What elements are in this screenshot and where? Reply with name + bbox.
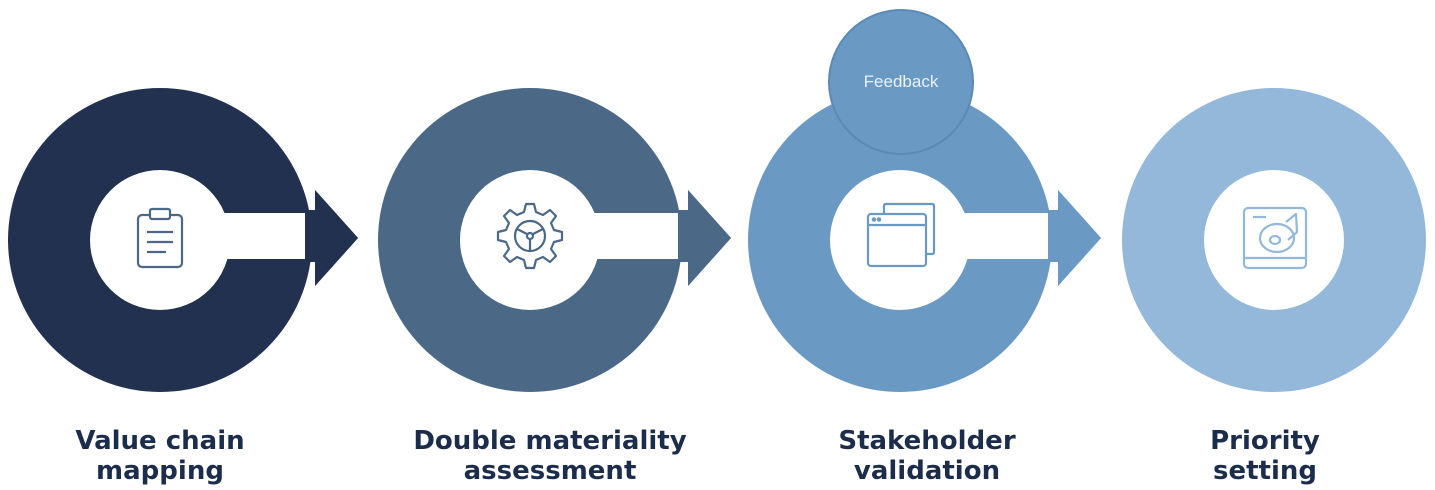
step-1-node bbox=[8, 88, 358, 392]
feedback-label: Feedback bbox=[864, 72, 939, 91]
hard-drive-icon bbox=[1242, 206, 1308, 270]
step-3-title-line-2: validation bbox=[853, 456, 1001, 486]
feedback-circle bbox=[828, 9, 974, 155]
browser-windows-icon bbox=[866, 202, 936, 268]
step-4-title: Priority setting bbox=[1095, 426, 1435, 486]
step-1-title: Value chain mapping bbox=[0, 426, 330, 486]
step-1-title-line-1: Value chain bbox=[75, 426, 245, 456]
step-4-node bbox=[1122, 88, 1426, 392]
step-1-bridge bbox=[220, 213, 312, 259]
step-4-center bbox=[1204, 170, 1344, 310]
step-2-title-line-2: assessment bbox=[463, 456, 637, 486]
step-2-title-line-1: Double materiality bbox=[413, 426, 687, 456]
step-2-arrow-head-overlay bbox=[678, 190, 731, 286]
step-2-node bbox=[378, 88, 731, 392]
step-4-title-line-1: Priority bbox=[1210, 426, 1320, 456]
step-1-title-line-2: mapping bbox=[96, 456, 224, 486]
step-4-title-line-2: setting bbox=[1213, 456, 1317, 486]
step-1-arrow-head-overlay bbox=[305, 190, 358, 286]
step-3-arrow-head-overlay bbox=[1048, 190, 1101, 286]
step-1-center bbox=[90, 170, 230, 310]
feedback-bubble: Feedback bbox=[828, 9, 974, 155]
clipboard-icon bbox=[136, 207, 184, 269]
step-2-title: Double materiality assessment bbox=[380, 426, 720, 486]
step-3-node bbox=[748, 88, 1101, 392]
step-3-bridge bbox=[962, 213, 1054, 259]
step-3-center bbox=[830, 170, 970, 310]
step-3-title: Stakeholder validation bbox=[757, 426, 1097, 486]
step-2-bridge bbox=[592, 213, 684, 259]
step-3-title-line-1: Stakeholder bbox=[838, 426, 1016, 456]
gear-icon bbox=[496, 202, 564, 270]
